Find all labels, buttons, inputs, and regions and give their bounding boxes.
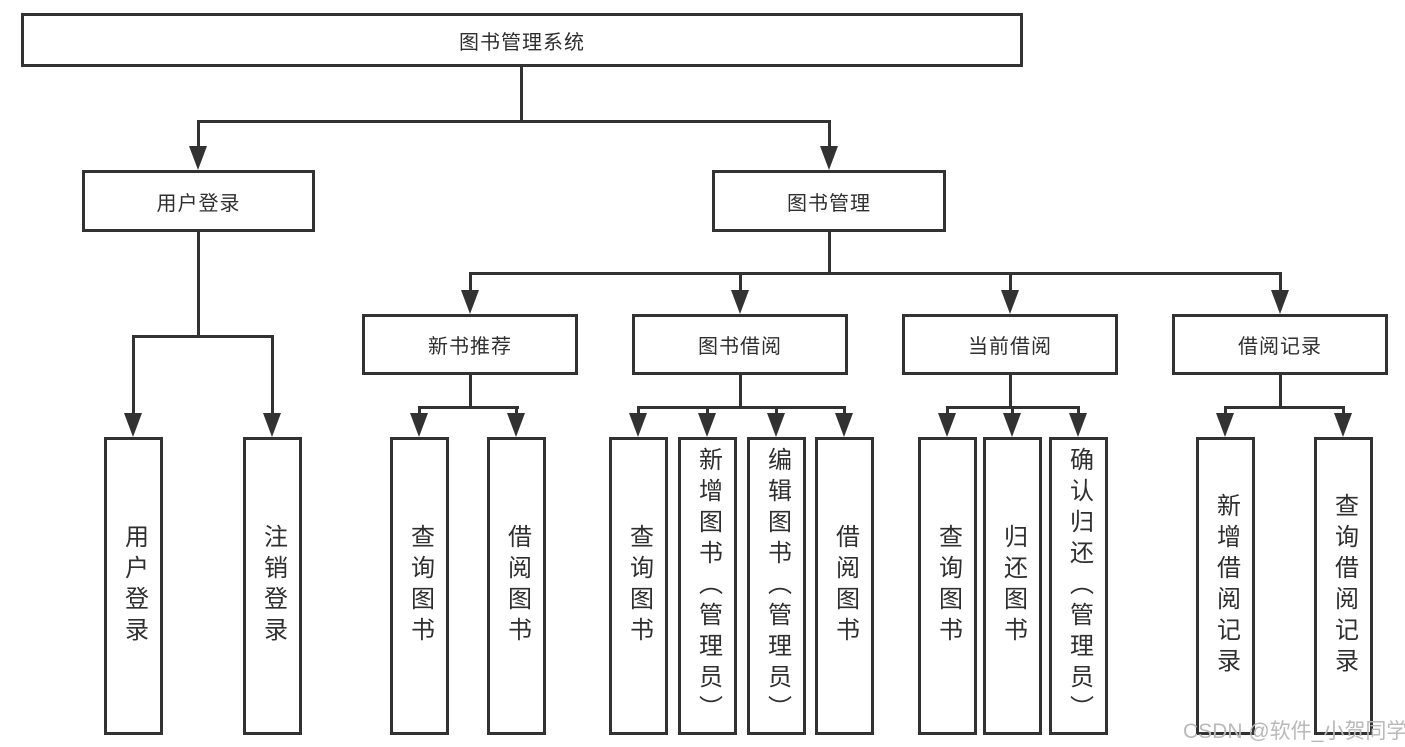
csdn-watermark: CSDN @软件_小贺同学 [1183, 720, 1405, 743]
node-leaf-logout: 注销登录 [243, 437, 302, 735]
node-label: 用户登录 [120, 524, 148, 648]
node-label: 确认归还（管理员） [1065, 446, 1093, 726]
connector-line [739, 375, 742, 406]
connector-line [775, 406, 778, 414]
node-leaf-query-borrow-record: 查询借阅记录 [1314, 437, 1373, 735]
connector-line [469, 272, 472, 292]
connector-line [1011, 406, 1014, 414]
node-leaf-return-books: 归还图书 [983, 437, 1042, 735]
node-leaf-add-borrow-record: 新增借阅记录 [1196, 437, 1255, 735]
node-label: 新增借阅记录 [1212, 493, 1240, 679]
connector-line [1224, 406, 1227, 414]
connector-line [197, 232, 200, 335]
arrow-down-icon [1334, 413, 1352, 437]
node-new-book-recommend: 新书推荐 [362, 314, 578, 375]
node-label: 借阅图书 [831, 524, 859, 648]
connector-line [828, 232, 831, 272]
node-book-management: 图书管理 [712, 170, 946, 232]
node-leaf-query-books-current: 查询图书 [918, 437, 977, 735]
arrow-down-icon [731, 290, 749, 314]
node-label: 查询借阅记录 [1330, 493, 1358, 679]
arrow-down-icon [938, 413, 956, 437]
arrow-down-icon [767, 413, 785, 437]
connector-line [1342, 406, 1345, 414]
arrow-down-icon [629, 413, 647, 437]
connector-line [418, 406, 519, 409]
arrow-down-icon [835, 413, 853, 437]
connector-line [132, 335, 135, 415]
arrow-down-icon [698, 413, 716, 437]
connector-line [843, 406, 846, 414]
node-current-borrowing: 当前借阅 [902, 314, 1118, 375]
node-label: 当前借阅 [968, 336, 1052, 358]
connector-line [1009, 272, 1012, 292]
node-leaf-confirm-return-admin: 确认归还（管理员） [1049, 437, 1108, 735]
node-label: 查询图书 [406, 524, 434, 648]
connector-line [1009, 375, 1012, 406]
connector-line [1077, 406, 1080, 414]
node-label: 图书管理系统 [459, 31, 585, 54]
connector-line [197, 120, 831, 123]
arrow-down-icon [124, 413, 142, 437]
connector-line [271, 335, 274, 415]
node-label: 新书推荐 [428, 336, 512, 358]
arrow-down-icon [263, 413, 281, 437]
node-leaf-user-login: 用户登录 [104, 437, 163, 735]
node-label: 图书管理 [787, 192, 871, 215]
arrow-down-icon [461, 290, 479, 314]
connector-line [828, 120, 831, 150]
node-label: 查询图书 [934, 524, 962, 648]
node-leaf-edit-books-admin: 编辑图书（管理员） [747, 437, 806, 735]
connector-line [469, 375, 472, 406]
arrow-down-icon [410, 413, 428, 437]
connector-line [946, 406, 949, 414]
arrow-down-icon [1001, 290, 1019, 314]
arrow-down-icon [1271, 290, 1289, 314]
node-leaf-add-books-admin: 新增图书（管理员） [678, 437, 737, 735]
connector-line [197, 120, 200, 150]
arrow-down-icon [1216, 413, 1234, 437]
connector-line [132, 335, 274, 338]
node-leaf-query-books-recommend: 查询图书 [390, 437, 449, 735]
node-library-system-root: 图书管理系统 [21, 13, 1023, 67]
node-leaf-borrow-books-recommend: 借阅图书 [487, 437, 546, 735]
node-label: 用户登录 [156, 192, 241, 215]
connector-line [637, 406, 846, 409]
connector-line [520, 67, 523, 120]
connector-line [637, 406, 640, 414]
arrow-down-icon [189, 146, 207, 170]
connector-line [739, 272, 742, 292]
node-borrowing-records: 借阅记录 [1172, 314, 1388, 375]
connector-line [515, 406, 518, 414]
connector-line [706, 406, 709, 414]
node-leaf-query-books-borrowing: 查询图书 [609, 437, 668, 735]
node-label: 归还图书 [999, 524, 1027, 648]
node-user-login: 用户登录 [82, 170, 315, 232]
connector-line [1279, 375, 1282, 406]
connector-line [1224, 406, 1345, 409]
node-label: 借阅记录 [1238, 336, 1322, 358]
arrow-down-icon [507, 413, 525, 437]
arrow-down-icon [820, 146, 838, 170]
arrow-down-icon [1069, 413, 1087, 437]
node-label: 编辑图书（管理员） [763, 446, 791, 726]
node-label: 注销登录 [259, 524, 287, 648]
connector-line [1279, 272, 1282, 292]
node-label: 图书借阅 [698, 336, 782, 358]
node-label: 新增图书（管理员） [694, 446, 722, 726]
arrow-down-icon [1003, 413, 1021, 437]
node-label: 查询图书 [625, 524, 653, 648]
connector-line [469, 272, 1281, 275]
connector-line [418, 406, 421, 414]
node-leaf-borrow-books: 借阅图书 [815, 437, 874, 735]
node-book-borrowing: 图书借阅 [632, 314, 848, 375]
node-label: 借阅图书 [503, 524, 531, 648]
